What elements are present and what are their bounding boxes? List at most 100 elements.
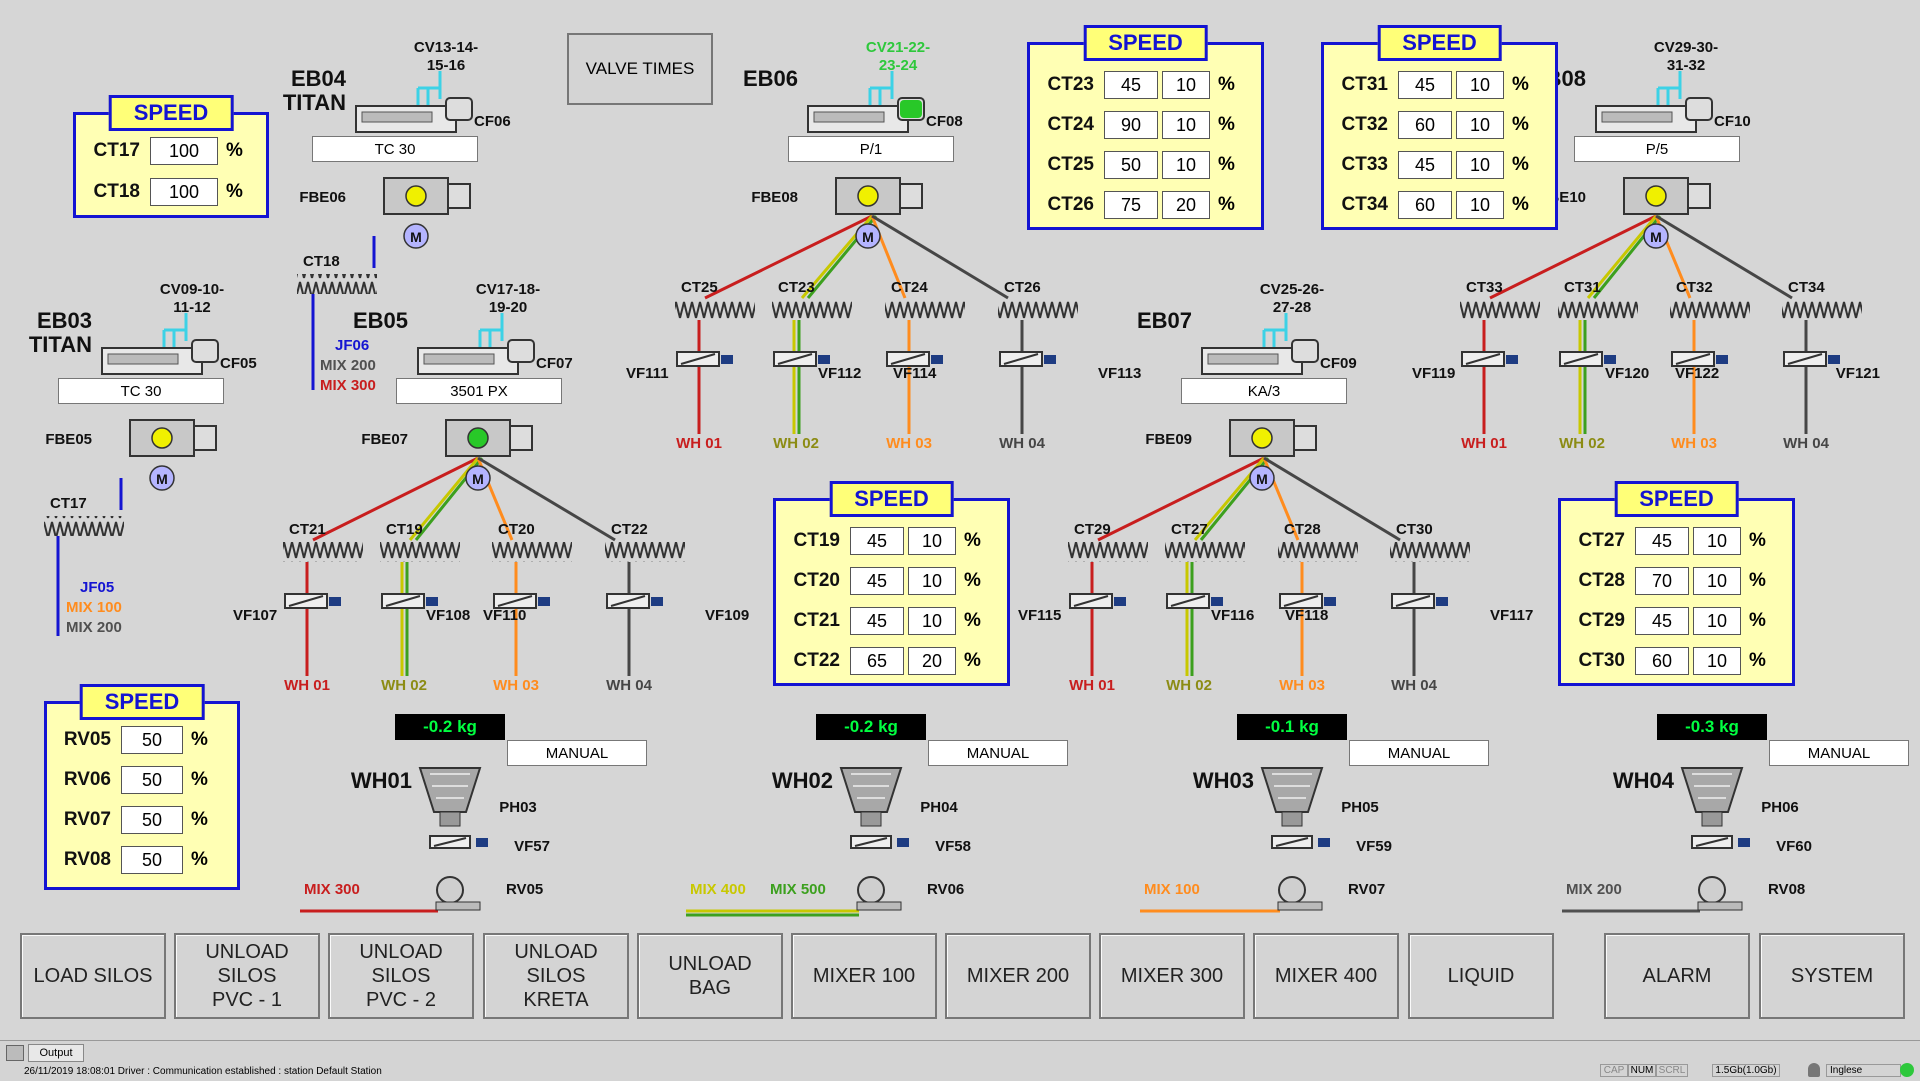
speed-panel-title: SPEED (1083, 25, 1208, 61)
speed-value-field[interactable]: 50 (121, 806, 183, 834)
screw-conveyor (492, 542, 572, 562)
speed-value-field[interactable]: 20 (908, 647, 956, 675)
eb06-product-box[interactable]: P/1 (788, 136, 954, 162)
screw-conveyor (675, 300, 755, 320)
mixer-400-button[interactable]: MIXER 400 (1253, 933, 1399, 1019)
speed-value-field[interactable]: 45 (1398, 71, 1452, 99)
unload-bag-button[interactable]: UNLOAD BAG (637, 933, 783, 1019)
speed-value-field[interactable]: 10 (1162, 151, 1210, 179)
feeder-status-lamp (151, 427, 173, 449)
speed-value-field[interactable]: 45 (1635, 527, 1689, 555)
speed-row-label: RV06 (63, 769, 111, 790)
output-tab[interactable]: Output (28, 1044, 84, 1062)
speed-value-field[interactable]: 75 (1104, 191, 1158, 219)
load-silos-button[interactable]: LOAD SILOS (20, 933, 166, 1019)
conveyor-label: CT23 (778, 279, 815, 296)
valve-blade (680, 353, 716, 365)
speed-value-field[interactable]: 10 (1456, 191, 1504, 219)
speed-value-field[interactable]: 10 (1162, 111, 1210, 139)
speed-row-label: CT21 (793, 610, 840, 631)
speed-value-field[interactable]: 45 (1398, 151, 1452, 179)
wh02-mode-button[interactable]: MANUAL (928, 740, 1068, 766)
unload-silos-pvc-1-button[interactable]: UNLOAD SILOS PVC - 1 (174, 933, 320, 1019)
feeder-drive (509, 425, 533, 451)
speed-value-field[interactable]: 45 (1635, 607, 1689, 635)
speed-value-field[interactable]: 50 (121, 726, 183, 754)
feeder-label: FBE05 (45, 431, 92, 448)
conveyor-label: CT34 (1788, 279, 1825, 296)
speed-value-field[interactable]: 10 (1693, 607, 1741, 635)
eb07-product-box[interactable]: KA/3 (1181, 378, 1347, 404)
wh01-mode-button[interactable]: MANUAL (507, 740, 647, 766)
eb08-product-box[interactable]: P/5 (1574, 136, 1740, 162)
speed-value-field[interactable]: 10 (1456, 111, 1504, 139)
weigher-destination-label: WH 04 (1391, 677, 1438, 694)
speed-value-field[interactable]: 10 (1456, 71, 1504, 99)
rotary-valve-base (435, 901, 481, 911)
speed-value-field[interactable]: 10 (1693, 567, 1741, 595)
unload-silos-pvc-2-button[interactable]: UNLOAD SILOS PVC - 2 (328, 933, 474, 1019)
percent-unit: % (964, 610, 981, 631)
speed-value-field[interactable]: 45 (850, 567, 904, 595)
liquid-button[interactable]: LIQUID (1408, 933, 1554, 1019)
speed-value-field[interactable]: 10 (908, 567, 956, 595)
speed-value-field[interactable]: 45 (1104, 71, 1158, 99)
valve-actuator (818, 355, 830, 364)
speed-value-field[interactable]: 50 (121, 766, 183, 794)
eb03-product-box[interactable]: TC 30 (58, 378, 224, 404)
speed-value-field[interactable]: 20 (1162, 191, 1210, 219)
filter-label: CF08 (926, 113, 963, 130)
speed-value-field[interactable]: 10 (908, 607, 956, 635)
speed-value-field[interactable]: 90 (1104, 111, 1158, 139)
doser-hopper-band (423, 353, 495, 365)
speed-value-field[interactable]: 65 (850, 647, 904, 675)
speed-value-field[interactable]: 60 (1635, 647, 1689, 675)
cv-valves-label: 27-28 (1273, 299, 1311, 316)
valve-times-button[interactable]: VALVE TIMES (567, 33, 713, 105)
speed-row-label: CT32 (1341, 114, 1388, 135)
mixer-100-button[interactable]: MIXER 100 (791, 933, 937, 1019)
speed-value-field[interactable]: 60 (1398, 191, 1452, 219)
speed-value-field[interactable]: 10 (908, 527, 956, 555)
unload-silos-kreta-button[interactable]: UNLOAD SILOS KRETA (483, 933, 629, 1019)
valve-actuator (1828, 355, 1840, 364)
output-tab-icon[interactable] (6, 1045, 24, 1061)
mixer-200-button[interactable]: MIXER 200 (945, 933, 1091, 1019)
doser-name: EB05 (353, 308, 408, 333)
motor-icon (855, 223, 881, 249)
speed-value-field[interactable]: 10 (1693, 647, 1741, 675)
speed-value-field[interactable]: 100 (150, 178, 218, 206)
system-button[interactable]: SYSTEM (1759, 933, 1905, 1019)
valve-blade (1003, 353, 1039, 365)
weigher-destination-label: WH 04 (606, 677, 653, 694)
speed-value-field[interactable]: 45 (850, 607, 904, 635)
wh04-mode-button[interactable]: MANUAL (1769, 740, 1909, 766)
weigher-destination-label: WH 03 (1671, 435, 1717, 452)
screw-conveyor (1165, 542, 1245, 562)
speed-value-field[interactable]: 50 (121, 846, 183, 874)
mixer-300-button[interactable]: MIXER 300 (1099, 933, 1245, 1019)
screw-conveyor (772, 300, 852, 320)
eb04-product-box[interactable]: TC 30 (312, 136, 478, 162)
speed-value-field[interactable]: 10 (1693, 527, 1741, 555)
speed-value-field[interactable]: 10 (1162, 71, 1210, 99)
motor-icon (465, 465, 491, 491)
eb05-product-box[interactable]: 3501 PX (396, 378, 562, 404)
weigher-valve-label: VF58 (935, 838, 971, 855)
speed-value-field[interactable]: 60 (1398, 111, 1452, 139)
speed-value-field[interactable]: 10 (1456, 151, 1504, 179)
feed-pipe (416, 71, 442, 106)
language-indicator[interactable]: Inglese (1826, 1064, 1901, 1077)
speed-value-field[interactable]: 70 (1635, 567, 1689, 595)
speed-value-field[interactable]: 45 (850, 527, 904, 555)
alarm-button[interactable]: ALARM (1604, 933, 1750, 1019)
weigher-hopper (418, 767, 482, 813)
valve-label: VF118 (1285, 607, 1328, 624)
percent-unit: % (226, 181, 243, 202)
doser-subname: TITAN (283, 90, 346, 115)
wh03-mode-button[interactable]: MANUAL (1349, 740, 1489, 766)
speed-value-field[interactable]: 100 (150, 137, 218, 165)
percent-unit: % (191, 809, 208, 830)
valve-blade (288, 595, 324, 607)
speed-value-field[interactable]: 50 (1104, 151, 1158, 179)
